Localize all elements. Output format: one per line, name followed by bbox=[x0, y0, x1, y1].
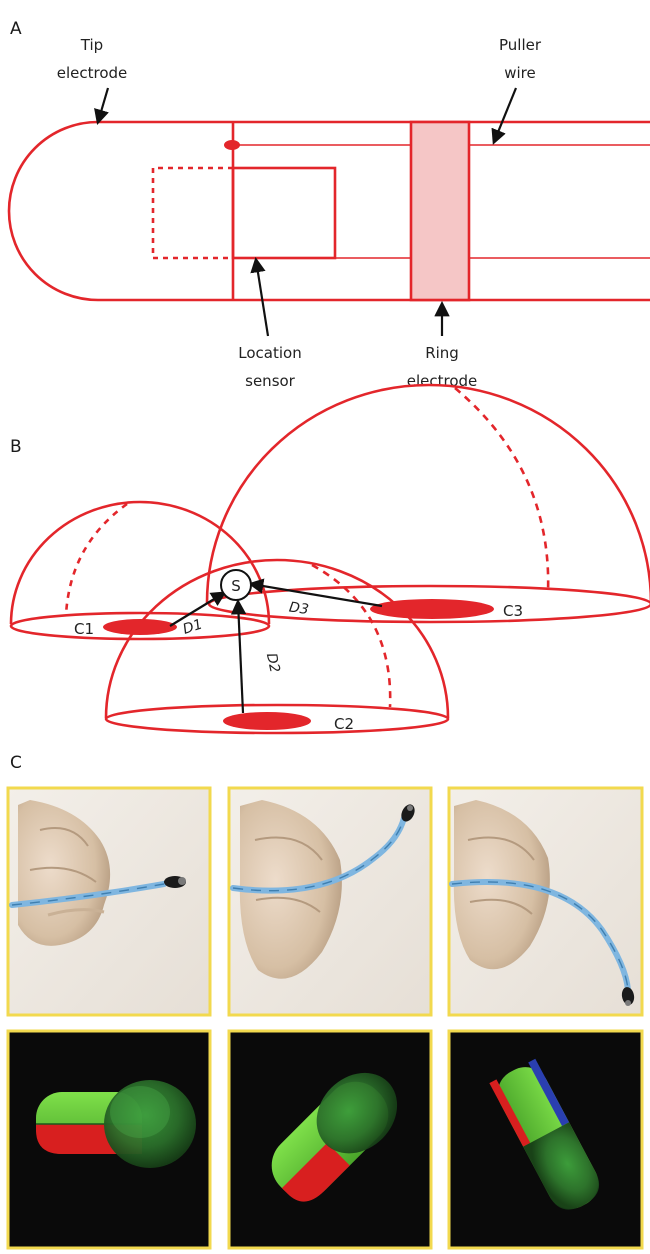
puller-wire-label-1: Puller bbox=[499, 36, 542, 54]
distance-d2-label: D2 bbox=[263, 652, 283, 675]
coil-c2-label: C2 bbox=[334, 715, 354, 733]
puller-wire-label-2: wire bbox=[504, 64, 536, 82]
distance-d3-label: D3 bbox=[288, 600, 310, 619]
coil-c3-label: C3 bbox=[503, 602, 523, 620]
dome-1-meridian bbox=[66, 504, 127, 615]
catheter-3d-render-steep bbox=[449, 1031, 642, 1248]
coil-c1-label: C1 bbox=[74, 620, 94, 638]
catheter-outline bbox=[9, 122, 650, 300]
location-sensor-arrow bbox=[256, 260, 268, 336]
location-sensor-box bbox=[233, 168, 335, 258]
dome-3-meridian bbox=[455, 388, 548, 592]
dome-3 bbox=[207, 385, 650, 603]
coil-c1 bbox=[103, 619, 177, 635]
panel-label-b: B bbox=[10, 437, 22, 457]
sensor-dotted-outline bbox=[153, 168, 233, 258]
tip-electrode-label-2: electrode bbox=[57, 64, 128, 82]
dome-1 bbox=[11, 502, 269, 624]
coil-c2 bbox=[223, 712, 311, 730]
panel-label-c: C bbox=[10, 753, 22, 773]
catheter-deflected-up-photo bbox=[229, 788, 431, 1015]
ring-electrode-label-1: Ring bbox=[425, 344, 459, 362]
location-sensor-label-1: Location bbox=[238, 344, 301, 362]
catheter-schematic bbox=[9, 122, 650, 300]
catheter-straight-photo bbox=[8, 788, 210, 1015]
distance-d1-label: D1 bbox=[181, 616, 205, 637]
puller-wire-arrow bbox=[494, 88, 516, 142]
catheter-deflected-down-photo bbox=[449, 788, 642, 1015]
ring-electrode bbox=[411, 122, 469, 300]
catheter-3d-render-diagonal bbox=[229, 1031, 431, 1248]
tip-electrode-arrow bbox=[98, 88, 108, 122]
panel-label-a: A bbox=[10, 19, 22, 39]
tip-electrode-label-1: Tip bbox=[80, 36, 103, 54]
sensor-label: S bbox=[231, 577, 241, 595]
location-sensor-label-2: sensor bbox=[245, 372, 296, 390]
catheter-3d-render-horizontal bbox=[8, 1031, 210, 1248]
coil-c3 bbox=[370, 599, 494, 619]
puller-wire-anchor bbox=[224, 140, 240, 150]
field-generator-domes bbox=[11, 385, 650, 733]
